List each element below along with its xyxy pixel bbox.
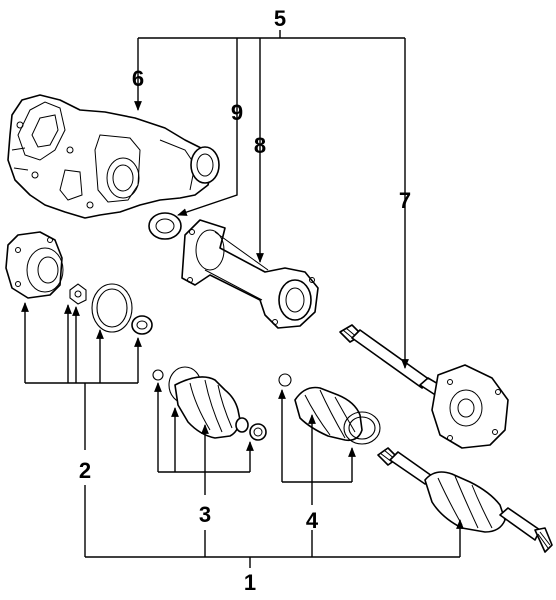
large-snap-ring: [91, 283, 133, 333]
oil-seal: [148, 212, 182, 240]
callout-9: 9: [231, 100, 243, 125]
callout-7: 7: [399, 188, 411, 213]
axle-shaft: [339, 324, 509, 449]
callout-1: 1: [244, 570, 256, 595]
callout-5: 5: [274, 6, 286, 31]
small-clamp: [131, 315, 153, 335]
cv-axle-assembly: [377, 447, 553, 553]
extension-tube: [181, 219, 319, 329]
callout-8: 8: [254, 133, 266, 158]
leader-group-2: [21, 302, 142, 450]
callout-4: 4: [306, 508, 319, 533]
callout-6: 6: [132, 66, 144, 91]
outer-boot-kit: [278, 373, 381, 445]
leader-group-1: [84, 485, 464, 568]
inner-boot-kit: [152, 366, 267, 441]
leader-group-4: [278, 389, 356, 505]
bearing-housing: [5, 231, 64, 299]
differential-carrier: [7, 94, 220, 219]
callout-3: 3: [199, 502, 211, 527]
leader-group-3: [154, 382, 254, 495]
clip: [69, 283, 87, 305]
leader-group-5: [134, 30, 409, 369]
callout-2: 2: [79, 458, 91, 483]
